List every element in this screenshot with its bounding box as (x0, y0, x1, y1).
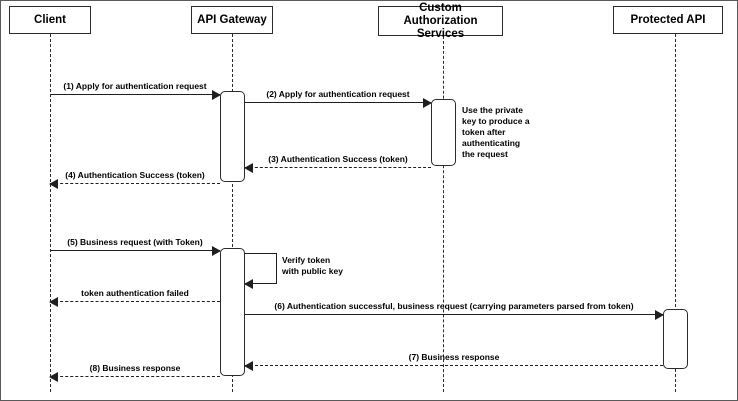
participant-protected-api[interactable]: Protected API (613, 6, 723, 34)
message-8-label: (8) Business response (89, 363, 181, 373)
message-1-arrowhead (212, 89, 221, 100)
message-2-arrowhead (423, 97, 432, 108)
message-token-authentication-failed-arrowhead (49, 296, 58, 307)
participant-client[interactable]: Client (9, 6, 91, 34)
self-message-verify-token-right (275, 253, 277, 283)
message-8-arrowhead (49, 371, 58, 382)
message-3-line (245, 167, 431, 168)
participant-api-gateway[interactable]: API Gateway (191, 6, 273, 34)
participant-custom-authorization-services-label: Custom Authorization Services (403, 1, 478, 40)
message-5-arrowhead (212, 245, 221, 256)
message-1-label: (1) Apply for authentication request (63, 81, 207, 91)
participant-api-gateway-label: API Gateway (197, 13, 267, 26)
message-token-authentication-failed-line (50, 301, 220, 302)
note-private-key-line-4: authenticating (462, 138, 521, 148)
note-private-key-line-5: the request (462, 149, 508, 159)
self-message-verify-token-label-line-1: Verify token (282, 255, 331, 265)
activation-api-gateway-business (220, 248, 245, 376)
self-message-verify-token-bottom (245, 283, 277, 284)
message-6-line (245, 314, 663, 315)
participant-protected-api-label: Protected API (630, 13, 706, 26)
lifeline-protected-api (675, 34, 676, 392)
self-message-verify-token[interactable]: Verify token with public key (244, 253, 343, 289)
self-message-verify-token-top (245, 253, 277, 254)
self-message-verify-token-arrowhead (244, 278, 253, 289)
message-5-line (50, 250, 220, 251)
message-token-authentication-failed-label: token authentication failed (81, 288, 189, 298)
message-2-label: (2) Apply for authentication request (266, 89, 410, 99)
message-1-line (50, 94, 220, 95)
message-7-arrowhead (244, 360, 253, 371)
lifeline-custom-authorization-services (443, 36, 444, 392)
message-6-label: (6) Authentication successful, business … (274, 301, 634, 311)
message-8-line (50, 376, 220, 377)
message-4-line (50, 183, 220, 184)
self-message-verify-token-label-line-2: with public key (282, 266, 343, 276)
message-4-label: (4) Authentication Success (token) (65, 170, 205, 180)
note-private-key: Use the private key to produce a token a… (462, 105, 532, 160)
message-3-label: (3) Authentication Success (token) (268, 154, 408, 164)
activation-api-gateway-auth (220, 91, 245, 182)
activation-custom-authorization-services (431, 99, 456, 166)
message-6-arrowhead (655, 309, 664, 320)
message-3-arrowhead (244, 162, 253, 173)
participant-custom-authorization-services[interactable]: Custom Authorization Services (378, 2, 503, 40)
message-7-label: (7) Business response (408, 352, 500, 362)
lifeline-client (50, 34, 51, 392)
message-2-line (245, 102, 431, 103)
note-private-key-line-3: token after (462, 127, 506, 137)
note-private-key-line-1: Use the private (462, 105, 523, 115)
message-5-label: (5) Business request (with Token) (67, 237, 203, 247)
activation-protected-api (663, 309, 688, 369)
message-7-line (245, 365, 663, 366)
participant-client-label: Client (34, 13, 66, 26)
note-private-key-line-2: key to produce a (462, 116, 530, 126)
lifeline-api-gateway (232, 34, 233, 392)
message-4-arrowhead (49, 178, 58, 189)
